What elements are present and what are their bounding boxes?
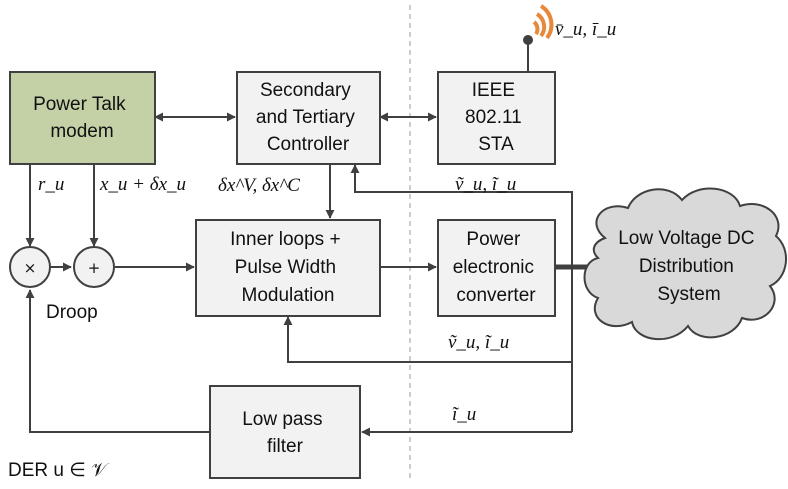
antenna-signal-label: v̄_u, ī_u [555, 19, 616, 40]
ru-label: r_u [38, 174, 64, 195]
power-talk-modem-label: Power Talk modem [33, 94, 131, 142]
ieee-measure-label: ṽ_u, ĩ_u [455, 174, 516, 195]
inner-measure-label: ṽ_u, ĩ_u [448, 332, 509, 353]
ieee-sta-label: IEEE 802.11 STA [465, 80, 527, 155]
low-pass-filter-label: Low pass filter [242, 409, 328, 457]
dc-distribution-cloud [583, 187, 788, 340]
xu-label: x_u + δx_u [99, 174, 186, 195]
connections [25, 40, 573, 437]
add-junction [73, 246, 115, 288]
link-filter-multiply [25, 289, 210, 433]
low-pass-filter-block [209, 385, 361, 479]
der-label: DER u ∈ 𝒱 [8, 460, 110, 481]
add-symbol: + [88, 259, 101, 277]
multiply-symbol: × [24, 259, 37, 277]
ieee-sta-block [437, 71, 556, 165]
feedback-controller [350, 164, 573, 432]
dc-distribution-label: Low Voltage DC Distribution System [618, 228, 760, 305]
controller-block [236, 71, 381, 165]
power-converter-label: Power electronic converter [453, 229, 540, 306]
delta-x-label: δx^V, δx^C [218, 175, 300, 196]
inner-loops-pwm-label: Inner loops + Pulse Width Modulation [230, 229, 346, 306]
feedback-inner [283, 316, 572, 363]
droop-label: Droop [46, 302, 98, 323]
wifi-antenna-icon [523, 4, 554, 45]
filter-measure-label: ĩ_u [452, 404, 476, 425]
power-talk-modem-block [9, 71, 156, 165]
controller-label: Secondary and Tertiary Controller [256, 80, 360, 155]
power-converter-block [437, 219, 556, 317]
inner-loops-pwm-block [195, 219, 381, 317]
multiply-junction [9, 246, 51, 288]
